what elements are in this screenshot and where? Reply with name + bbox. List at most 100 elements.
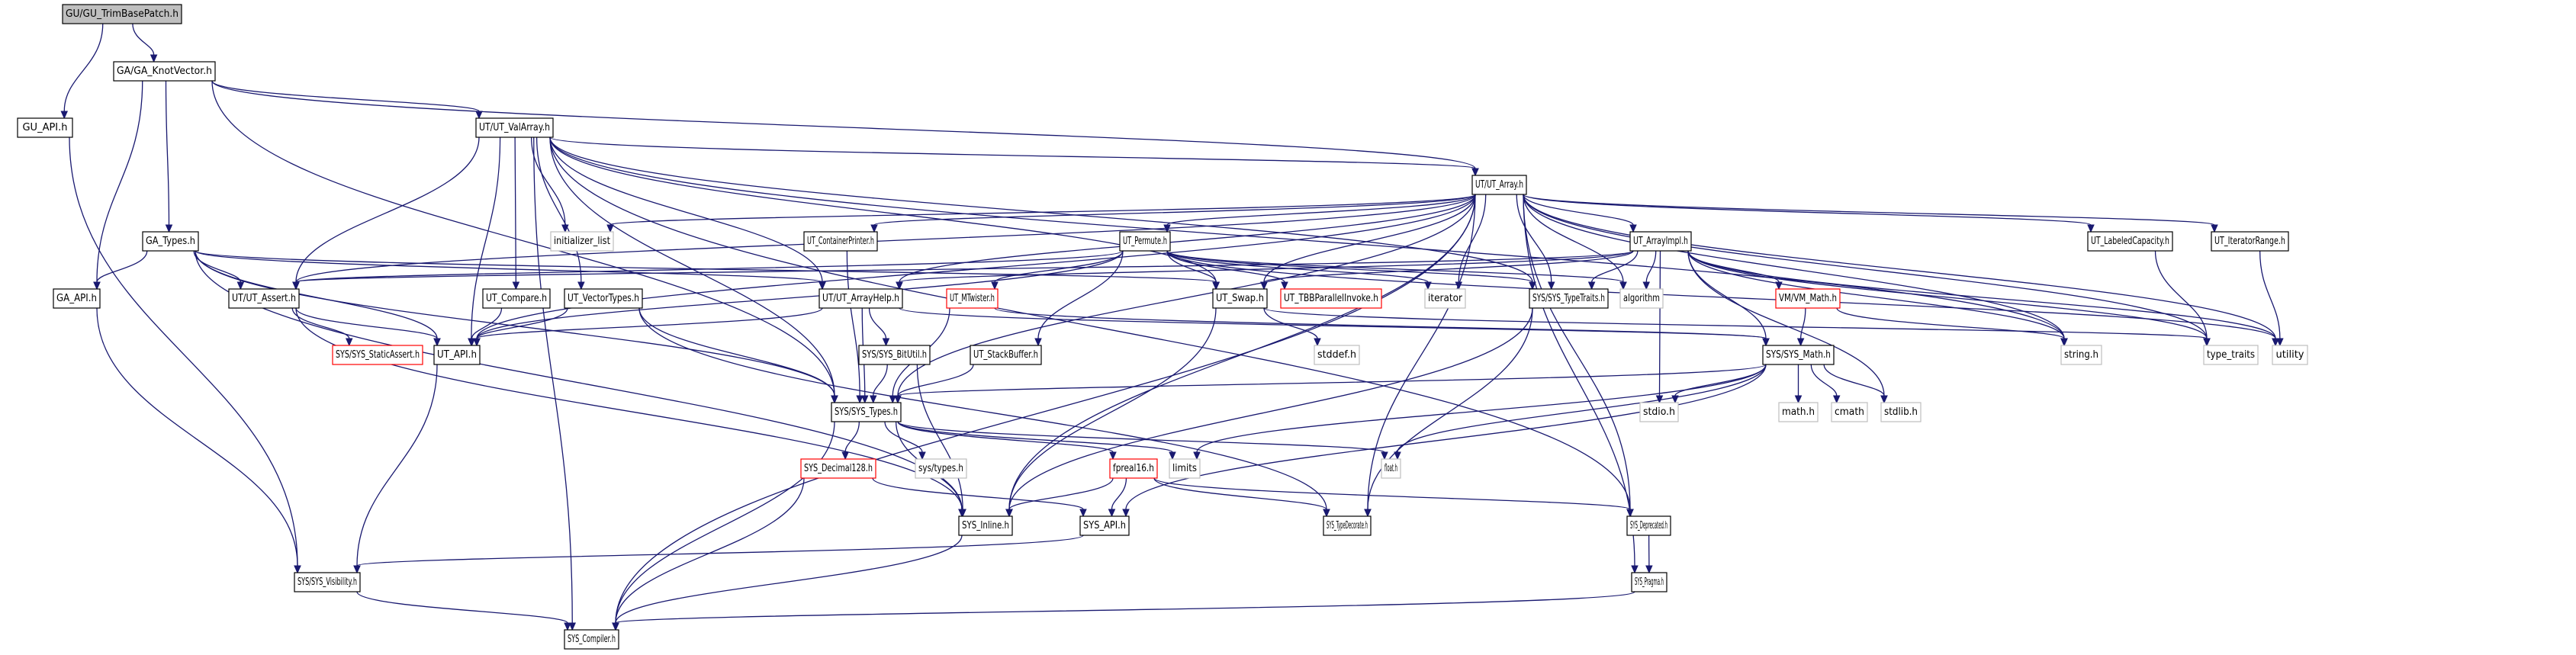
edge-line [1523,194,2092,226]
node-ut-stackbuffer-h[interactable]: UT_StackBuffer.h [970,345,1042,365]
arrowhead-icon [1619,281,1627,291]
edge-ut-permute-h-to-sys-sys-typetraits-h [1166,250,1536,291]
node-ga-ga-knotvector-h[interactable]: GA/GA_KnotVector.h [113,61,216,82]
node-box [970,345,1042,365]
node-ga-api-h[interactable]: GA_API.h [53,288,101,309]
node-box [2087,231,2173,252]
node-ut-api-h[interactable]: UT_API.h [433,345,481,365]
edge-ut-arrayimpl-h-to-algorithm [1642,250,1657,291]
arrowhead-icon [1832,395,1841,404]
node-sys-inline-h[interactable]: SYS_Inline.h [958,515,1013,536]
arrowhead-icon [1587,281,1596,291]
node-ut-containerprinter-h[interactable]: UT_ContainerPrinter.h [803,231,878,252]
node-box [915,458,967,479]
node-box [228,288,300,309]
edge-line [1523,194,2208,339]
edge-line [476,307,568,339]
arrowhead-icon [150,54,158,63]
node-sys-sys-types-h[interactable]: SYS/SYS_Types.h [831,402,902,422]
node-box [1629,231,1692,252]
node-ut-ut-assert-h[interactable]: UT/UT_Assert.h [228,288,300,309]
node-ut-tbbparallelinvoke-h: UT_TBBParallelInvoke.h [1280,288,1382,309]
arrowhead-icon [1109,451,1117,461]
edge-ga-types-h-to-ut-ut-arrayhelp-h [195,250,826,291]
node-sys-sys-visibility-h[interactable]: SYS/SYS_Visibility.h [294,572,361,592]
node-label: UT_ArrayImpl.h [1633,236,1688,247]
edge-ut-ut-array-h-to-initializer-list [606,194,1476,233]
node-sys-deprecated-h[interactable]: SYS_Deprecated.h [1626,515,1671,536]
edge-line [1166,250,2276,339]
node-box [803,231,878,252]
arrowhead-icon [1079,509,1087,518]
node-label: limits [1172,463,1197,474]
node-sys-pragma-h[interactable]: SYS_Pragma.h [1631,572,1667,592]
arrowhead-icon [1880,395,1888,404]
node-sys-sys-math-h[interactable]: SYS/SYS_Math.h [1762,345,1835,365]
arrowhead-icon [1108,509,1116,518]
arrowhead-icon [1314,338,1321,347]
node-ut-ut-array-h[interactable]: UT/UT_Array.h [1471,175,1527,195]
edge-line [1153,477,1327,510]
edge-ut-containerprinter-h-to-sys-sys-types-h [846,250,863,404]
node-ut-compare-h[interactable]: UT_Compare.h [482,288,551,309]
edge-line [295,307,438,339]
edge-ut-vectortypes-h-to-sys-sys-types-h [638,307,838,404]
edge-line [1523,194,2215,226]
arrowhead-icon [353,565,361,574]
edge-line [899,194,1476,283]
node-ut-swap-h[interactable]: UT_Swap.h [1212,288,1268,309]
node-box [332,345,423,365]
node-stdio-h: stdio.h [1639,402,1679,422]
node-gu-gu-trimbasepatch-h[interactable]: GU/GU_TrimBasePatch.h [62,4,182,24]
node-box [1471,175,1527,195]
node-sys-compiler-h[interactable]: SYS_Compiler.h [564,629,619,650]
edge-gu-gu-trimbasepatch-h-to-gu-api-h [60,23,104,120]
node-sys-sys-typetraits-h[interactable]: SYS/SYS_TypeTraits.h [1529,288,1609,309]
node-sys-typedecorate-h[interactable]: SYS_TypeDecorate.h [1323,515,1372,536]
arrowhead-icon [1364,509,1372,518]
node-gu-api-h[interactable]: GU_API.h [17,117,73,138]
node-label: UT_TBBParallelInvoke.h [1284,293,1378,304]
node-ut-permute-h[interactable]: UT_Permute.h [1119,231,1171,252]
edge-ut-ut-array-h-to-ut-labeledcapacity-h [1523,194,2095,233]
edge-line [1523,194,1624,283]
arrowhead-icon [345,338,353,347]
edge-ut-ut-valarray-h-to-ut-vectortypes-h [535,136,585,291]
node-ga-types-h[interactable]: GA_Types.h [142,231,199,252]
arrowhead-icon [433,338,441,347]
node-label: UT_LabeledCapacity.h [2091,236,2169,247]
edge-line [899,307,1767,339]
node-sys-api-h[interactable]: SYS_API.h [1079,515,1130,536]
edge-fpreal16-h-to-sys-deprecated-h [1153,477,1634,518]
edge-line [1516,194,1552,283]
edge-ut-compare-h-to-ut-api-h [468,307,503,347]
arrowhead-icon [2276,338,2284,347]
node-label: SYS_TypeDecorate.h [1327,520,1368,531]
edge-line [356,364,438,567]
node-ut-iteratorrange-h[interactable]: UT_IteratorRange.h [2211,231,2289,252]
node-sys-sys-bitutil-h[interactable]: SYS/SYS_BitUtil.h [858,345,931,365]
node-box [1169,458,1201,479]
arrowhead-icon [60,111,69,120]
node-box [858,345,931,365]
edge-ut-permute-h-to-ut-ut-assert-h [292,250,1124,291]
node-box [550,231,614,252]
node-label: UT_Swap.h [1216,293,1264,304]
edge-ut-labeledcapacity-h-to-type-traits [2154,250,2211,347]
node-box [564,629,619,650]
node-ut-ut-valarray-h[interactable]: UT/UT_ValArray.h [475,117,554,138]
edge-line [96,307,298,567]
edge-ut-permute-h-to-ut-swap-h [1166,250,1220,291]
node-ut-labeledcapacity-h[interactable]: UT_LabeledCapacity.h [2087,231,2173,252]
edge-line [1836,307,2065,339]
node-label: cmath [1835,406,1864,418]
node-ut-vectortypes-h[interactable]: UT_VectorTypes.h [564,288,643,309]
edge-sys-sys-math-h-to-stdio-h [1671,364,1767,404]
arrowhead-icon [612,622,619,631]
edge-line [615,421,835,624]
node-ut-ut-arrayhelp-h[interactable]: UT/UT_ArrayHelp.h [818,288,903,309]
edge-sys-sys-math-h-to-cmath [1810,364,1841,404]
node-ut-arrayimpl-h[interactable]: UT_ArrayImpl.h [1629,231,1692,252]
edge-line [1111,477,1127,510]
edge-line [1687,250,2276,339]
